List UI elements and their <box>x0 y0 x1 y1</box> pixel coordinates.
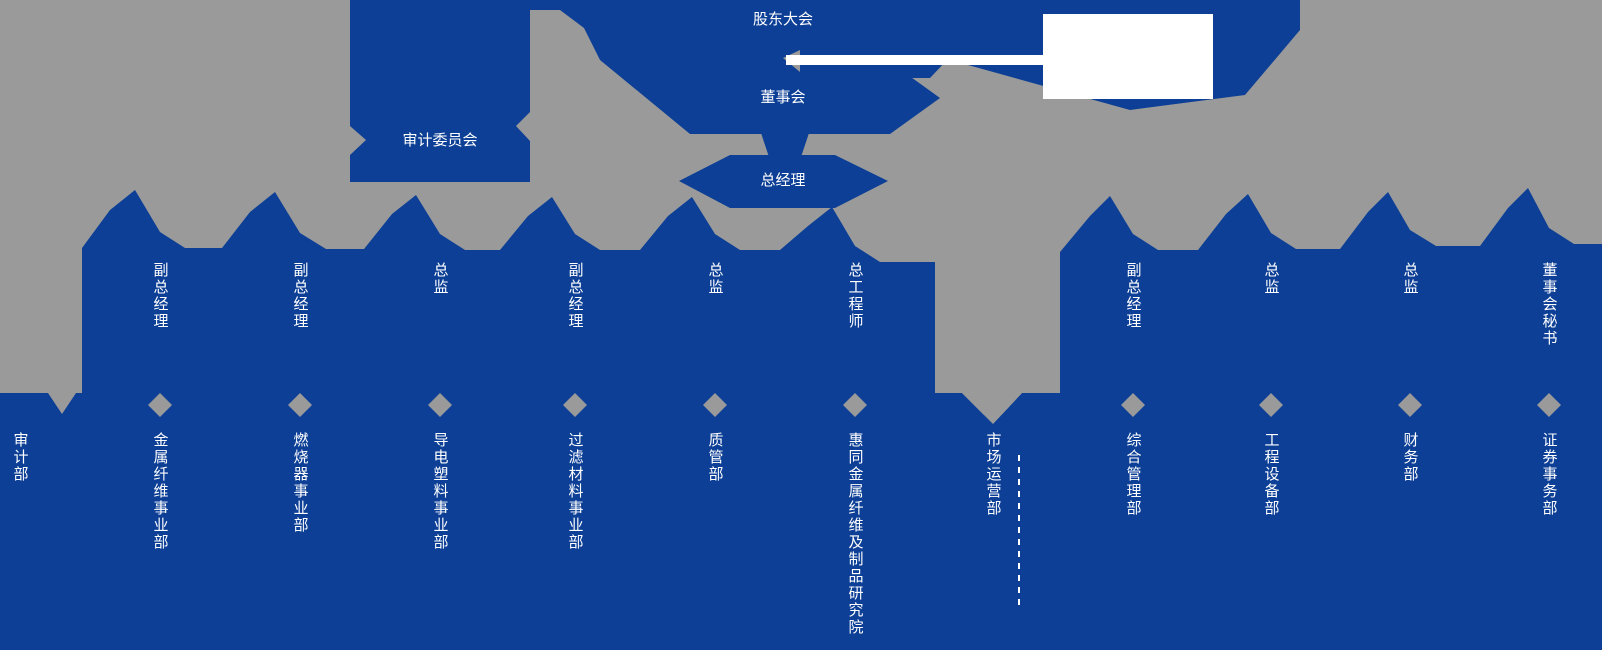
empty-callout-box[interactable] <box>1043 14 1213 99</box>
diamond-engineering-equip <box>1259 393 1283 417</box>
diamond-burner <box>288 393 312 417</box>
diamond-research-institute <box>843 393 867 417</box>
node-shape-board-of-directors[interactable] <box>686 62 940 134</box>
diamond-filter-material <box>563 393 587 417</box>
diamond-finance <box>1398 393 1422 417</box>
diamond-conductive-plastic <box>428 393 452 417</box>
callout-leader <box>783 50 1044 72</box>
diamond-markers <box>148 393 1561 417</box>
diamond-board-secretary <box>1537 393 1561 417</box>
node-shape-general-manager[interactable] <box>679 155 888 208</box>
connector-audit-to-board <box>530 0 600 40</box>
market-operations-stem <box>962 262 1022 424</box>
leader-line <box>786 55 1044 65</box>
node-shape-audit-committee[interactable] <box>350 0 530 182</box>
diamond-metal-fiber <box>148 393 172 417</box>
diamond-quality-control <box>703 393 727 417</box>
role-band-left-group <box>82 190 935 400</box>
connector-board-to-gm <box>760 130 810 160</box>
role-band-right-group <box>1060 188 1602 400</box>
connector-shareholders-to-board <box>580 20 735 134</box>
department-band-fill <box>0 415 1602 650</box>
role-band-notches <box>935 188 1060 262</box>
diamond-general-admin <box>1121 393 1145 417</box>
